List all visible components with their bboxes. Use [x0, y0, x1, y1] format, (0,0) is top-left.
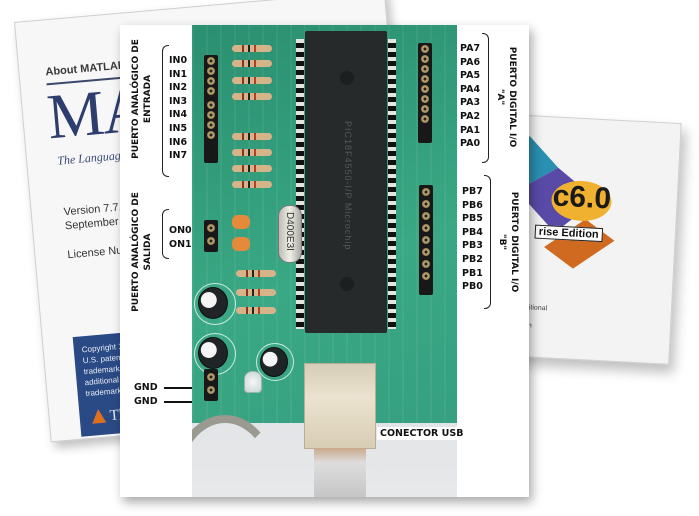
title-line: "A" — [495, 88, 505, 106]
pin-label: PA2 — [460, 110, 481, 122]
analog-output-pin-list: ON0 ON1 — [169, 224, 192, 251]
pin-label: PB2 — [462, 253, 483, 265]
tantalum-capacitor — [232, 237, 250, 251]
tantalum-capacitor — [232, 215, 250, 229]
pin-label: PB1 — [462, 267, 483, 279]
port-a-header — [418, 43, 432, 143]
microcontroller-chip: PIC18F4550-I/P Microchip — [305, 31, 387, 333]
product-version: c6.0 — [551, 179, 612, 216]
port-a-title: PUERTO DIGITAL I/O "A" — [494, 37, 518, 157]
port-a-pin-list: PA7 PA6 PA5 PA4 PA3 PA2 PA1 PA0 — [460, 42, 480, 151]
pin-label: PA4 — [460, 83, 481, 95]
pin-label: PA0 — [460, 138, 481, 150]
pin-label: PA1 — [460, 124, 481, 136]
led — [244, 371, 262, 393]
pin-label: PA5 — [460, 70, 481, 82]
pin-label: ON1 — [169, 238, 192, 250]
bracket — [162, 209, 169, 259]
chip-marking: PIC18F4550-I/P Microchip — [343, 121, 353, 251]
gnd-header — [204, 369, 218, 401]
pin-label: IN4 — [169, 109, 188, 121]
resistor — [230, 307, 282, 314]
resistor — [226, 149, 278, 156]
pin-label: PA6 — [460, 56, 481, 68]
leader-line — [164, 387, 204, 389]
pin-label: PB4 — [462, 226, 483, 238]
pin-label: IN7 — [169, 150, 188, 162]
resistor — [230, 270, 282, 277]
leader-line — [164, 401, 204, 403]
usb-connector — [304, 363, 376, 449]
resistor — [226, 133, 278, 140]
bracket — [162, 45, 169, 177]
pin-label: ON0 — [169, 225, 192, 236]
title-line: ENTRADA — [143, 74, 153, 124]
pin-label: PB6 — [462, 199, 483, 211]
port-b-header — [419, 185, 433, 295]
chip-dot — [340, 277, 354, 291]
analog-input-header — [204, 55, 218, 163]
bracket — [484, 175, 491, 309]
pin-label: IN5 — [169, 122, 188, 134]
electrolytic-capacitor — [198, 287, 228, 319]
crystal-oscillator: D400E3I — [278, 205, 302, 263]
resistor — [226, 60, 278, 67]
pcb-diagram-card: PUERTO ANALÓGICO DE ENTRADA IN0 IN1 IN2 … — [120, 25, 529, 497]
analog-output-port-title: PUERTO ANALÓGICO DE SALIDA — [130, 192, 154, 312]
usb-cable — [192, 415, 278, 497]
pin-label: PB7 — [462, 186, 483, 197]
capacitor-outline — [256, 343, 294, 381]
pin-label: PA3 — [460, 97, 481, 109]
pin-label: GND — [134, 382, 158, 393]
membrane-logo-icon — [91, 408, 107, 424]
electrolytic-capacitor — [260, 347, 288, 377]
pin-label: PB0 — [462, 281, 483, 293]
title-line: "B" — [497, 233, 507, 251]
pin-label: IN1 — [169, 68, 188, 80]
analog-input-pin-list: IN0 IN1 IN2 IN3 IN4 IN5 IN6 IN7 — [169, 54, 187, 163]
title-line: PUERTO ANALÓGICO DE — [131, 39, 141, 159]
title-line: PUERTO DIGITAL I/O — [507, 46, 517, 148]
resistor — [226, 77, 278, 84]
title-line: PUERTO DIGITAL I/O — [509, 191, 519, 293]
bracket — [482, 33, 489, 163]
usb-connector-label: CONECTOR USB — [377, 427, 467, 440]
ic-socket — [296, 39, 304, 329]
port-b-pin-list: PB7 PB6 PB5 PB4 PB3 PB2 PB1 PB0 — [462, 185, 483, 294]
usb-plug — [314, 448, 366, 497]
splash-text: itional — [528, 304, 548, 313]
electrolytic-capacitor — [198, 337, 228, 369]
resistor — [226, 165, 278, 172]
analog-input-port-title: PUERTO ANALÓGICO DE ENTRADA — [130, 39, 154, 159]
title-line: PUERTO ANALÓGICO DE — [131, 192, 141, 312]
pin-label: IN2 — [169, 82, 188, 94]
pcb-photo: PIC18F4550-I/P Microchip D400E3I — [192, 25, 457, 497]
port-b-title: PUERTO DIGITAL I/O "B" — [496, 182, 520, 302]
gnd-label-list: GND GND — [134, 381, 158, 408]
pin-label: IN3 — [169, 95, 188, 107]
resistor — [226, 45, 278, 52]
resistor — [226, 181, 278, 188]
resistor — [230, 289, 282, 296]
pcb-board: PIC18F4550-I/P Microchip D400E3I — [192, 25, 457, 423]
ic-socket — [388, 39, 396, 329]
pin-label: GND — [134, 395, 158, 407]
capacitor-outline — [194, 283, 236, 325]
pin-label: PB5 — [462, 213, 483, 225]
pin-label: PA7 — [460, 43, 481, 54]
resistor — [226, 93, 278, 100]
pin-label: IN6 — [169, 136, 188, 148]
chip-notch — [340, 71, 354, 85]
analog-output-header — [204, 220, 218, 252]
pin-label: PB3 — [462, 240, 483, 252]
title-line: SALIDA — [143, 233, 153, 271]
pin-label: IN0 — [169, 55, 188, 66]
